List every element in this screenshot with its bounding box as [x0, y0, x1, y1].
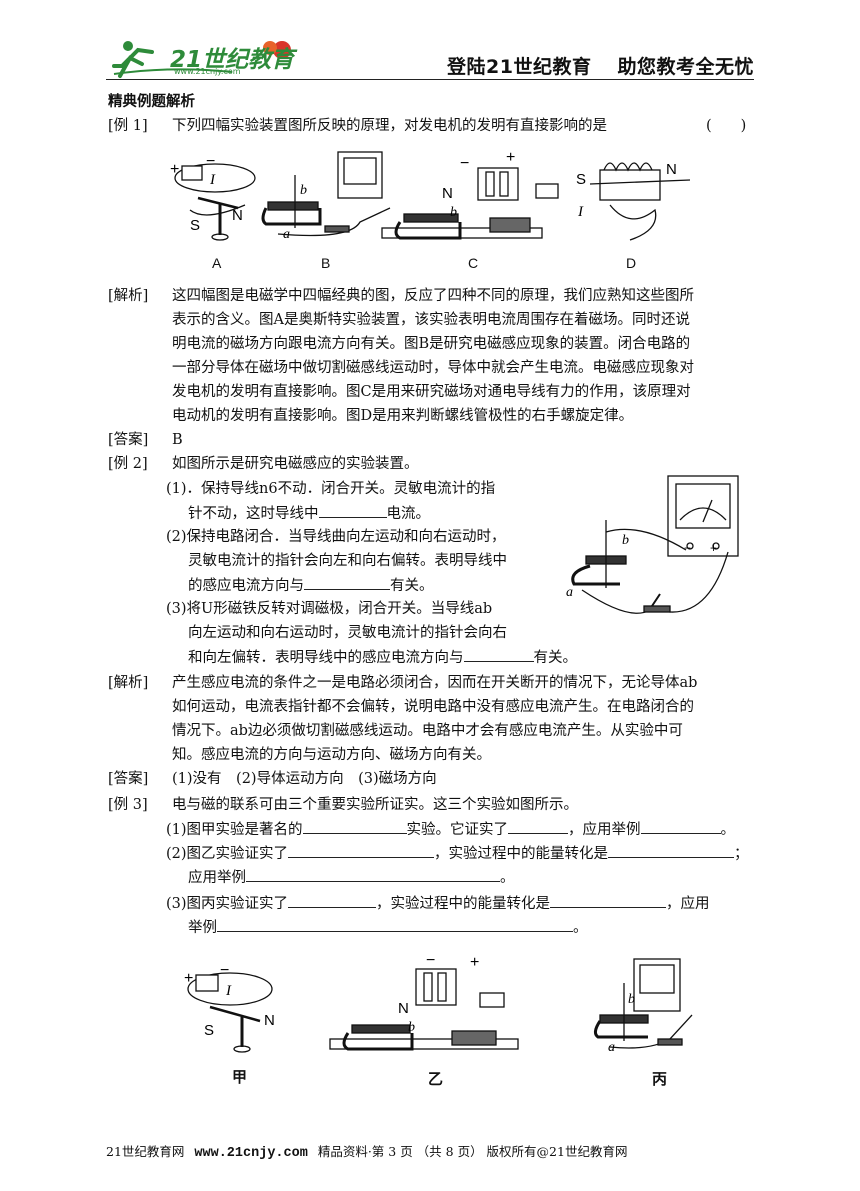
example3-q3: (3)图丙实验证实了，实验过程中的能量转化是，应用 [166, 891, 710, 916]
example1-analysis-line: 表示的含义。图A是奥斯特实验装置，该实验表明电流周围存在着磁场。同时还说 [172, 312, 690, 328]
fig-label-bing: 丙 [652, 1070, 668, 1088]
example2-item: (3)将U形磁铁反转对调磁极，闭合开关。当导线ab [166, 601, 493, 617]
example2-analysis-line: 知。感应电流的方向与运动方向、磁场方向有关。 [172, 747, 491, 763]
example2-analysis-tag: [解析] [108, 675, 149, 691]
fig-b-b: b [300, 183, 307, 198]
example1-analysis-line: 明电流的磁场方向跟电流方向有关。图B是研究电磁感应现象的装置。闭合电路的 [172, 336, 691, 352]
example2-tag: [例 2] [108, 456, 148, 472]
site-logo: 21世纪教育 www.21cnjy.com [112, 36, 302, 80]
example1-analysis-tag: [解析] [108, 288, 149, 304]
example2-analysis-line: 如何运动，电流表指针都不会偏转，说明电路中没有感应电流产生。在电路闭合的 [172, 699, 694, 715]
example3-tag: [例 3] [108, 797, 148, 813]
fig3-yi-minus: − [426, 955, 435, 969]
example2-item: (2)保持电路闭合．当导线曲向左运动和向右运动时， [166, 529, 506, 545]
fig-label-c: C [468, 255, 479, 271]
fig3-jia-n: N [264, 1012, 275, 1029]
section-title: 精典例题解析 [108, 94, 195, 110]
fig3-yi-plus: + [470, 955, 479, 971]
fig-a-minus: − [206, 153, 215, 170]
example1-answer-tag: [答案] [108, 432, 149, 448]
fig3-bing-a: a [608, 1040, 615, 1055]
slogan-left: 登陆21世纪教育 [447, 56, 592, 78]
example2-analysis-line: 产生感应电流的条件之一是电路必须闭合，因而在开关断开的情况下，无论导体ab [172, 675, 698, 691]
example1-analysis-line: 一部分导体在磁场中做切割磁感线运动时，导体中就会产生电流。电磁感应现象对 [172, 360, 694, 376]
fig-label-jia: 甲 [232, 1068, 248, 1086]
example3-q1: (1)图甲实验是著名的实验。它证实了，应用举例。 [166, 817, 735, 842]
fig-c-n: N [442, 185, 453, 202]
example2-answer: (1)没有 (2)导体运动方向 (3)磁场方向 [172, 771, 437, 787]
example3-q3b: 举例。 [188, 915, 588, 940]
example2-analysis-line: 情况下。ab边必须做切割磁感线运动。电路中才会有感应电流产生。从实验中可 [172, 723, 683, 739]
fig-label-a: A [212, 255, 222, 271]
example2-item: 灵敏电流计的指针会向左和向右偏转。表明导线中 [188, 553, 507, 569]
example3-figures: + − I S N N − + b b a [184, 955, 693, 1055]
fig-a-n: N [232, 207, 243, 224]
example1-analysis-line: 这四幅图是电磁学中四幅经典的图，反应了四种不同的原理，我们应熟知这些图所 [172, 288, 694, 304]
figure-b-induction [261, 151, 391, 237]
fig3-jia-minus: − [220, 962, 229, 979]
fig-label-d: D [626, 255, 637, 271]
fig-c-minus: − [460, 155, 469, 172]
footer-right: 精品资料·第 3 页 （共 8 页） 版权所有@21世纪教育网 [317, 1144, 628, 1159]
example2-item: 和向左偏转．表明导线中的感应电流方向与有关。 [188, 645, 577, 670]
logo-text: 21世纪教育 [170, 47, 295, 73]
fig3-yi-b: b [408, 1020, 415, 1035]
example2-figure: b a − + [566, 475, 739, 614]
example2-question: 如图所示是研究电磁感应的实验装置。 [172, 456, 419, 472]
header-divider [106, 79, 754, 80]
fig3-bing-b: b [628, 992, 635, 1007]
example2-item: 的感应电流方向与有关。 [188, 573, 434, 598]
fig3-jia-s: S [204, 1022, 214, 1039]
example1-analysis-line: 发电机的发明有直接影响。图C是用来研究磁场对通电导线有力的作用，该原理对 [172, 384, 691, 400]
figure-yi [329, 968, 519, 1051]
fig3-jia-plus: + [184, 970, 193, 987]
example1-analysis-line: 电动机的发明有直接影响。图D是用来判断螺线管极性的右手螺旋定律。 [172, 408, 634, 424]
example1-tag: [例 1] [108, 118, 148, 134]
figure-c-motor [381, 167, 559, 240]
header-slogan: 登陆21世纪教育 助您教考全无忧 [447, 52, 754, 79]
fig2-b: b [622, 533, 629, 548]
footer-url: www.21cnjy.com [194, 1146, 308, 1161]
fig-d-s: S [576, 171, 586, 188]
fig-label-yi: 乙 [428, 1070, 444, 1088]
fig-a-s: S [190, 217, 200, 234]
fig-c-plus: + [506, 150, 515, 166]
slogan-right: 助您教考全无忧 [617, 56, 754, 78]
example2-item: (1)．保持导线n6不动．闭合开关。灵敏电流计的指 [166, 481, 496, 497]
example1-paren: ( ) [706, 118, 747, 134]
footer-left: 21世纪教育网 [106, 1144, 185, 1159]
logo-url: www.21cnjy.com [174, 67, 241, 76]
example2-item: 向左运动和向右运动时，灵敏电流计的指针会向右 [188, 625, 507, 641]
fig-d-n: N [666, 161, 677, 178]
example1-answer: B [172, 432, 183, 448]
fig-label-b: B [321, 255, 331, 271]
example3-question: 电与磁的联系可由三个重要实验所证实。这三个实验如图所示。 [172, 797, 578, 813]
fig-d-current: I [577, 204, 584, 220]
fig-b-a: a [283, 227, 290, 242]
logo-runner-icon [112, 41, 291, 78]
page-footer: 21世纪教育网 www.21cnjy.com 精品资料·第 3 页 （共 8 页） … [106, 1141, 627, 1161]
fig2-a: a [566, 585, 573, 600]
example2-item: 针不动，这时导线中电流。 [188, 501, 430, 526]
fig2-minus: − [684, 541, 691, 555]
fig2-plus: + [710, 541, 717, 555]
fig3-jia-current: I [225, 983, 232, 999]
fig-a-current: I [209, 172, 216, 188]
example3-q2b: 应用举例。 [188, 865, 515, 890]
fig-a-plus: + [170, 161, 179, 178]
example2-answer-tag: [答案] [108, 771, 149, 787]
figure-jia [187, 972, 273, 1053]
figure-d-solenoid [589, 162, 691, 241]
figure-a-oersted [174, 163, 256, 241]
example3-q2: (2)图乙实验证实了，实验过程中的能量转化是； [166, 841, 749, 866]
example1-question: 下列四幅实验装置图所反映的原理，对发电机的发明有直接影响的是 [172, 118, 607, 134]
figure-bing [593, 958, 693, 1049]
example1-figures: + − I S N b a N − + b S N I [170, 150, 691, 242]
fig-c-b: b [450, 205, 457, 220]
fig3-yi-n: N [398, 1000, 409, 1017]
